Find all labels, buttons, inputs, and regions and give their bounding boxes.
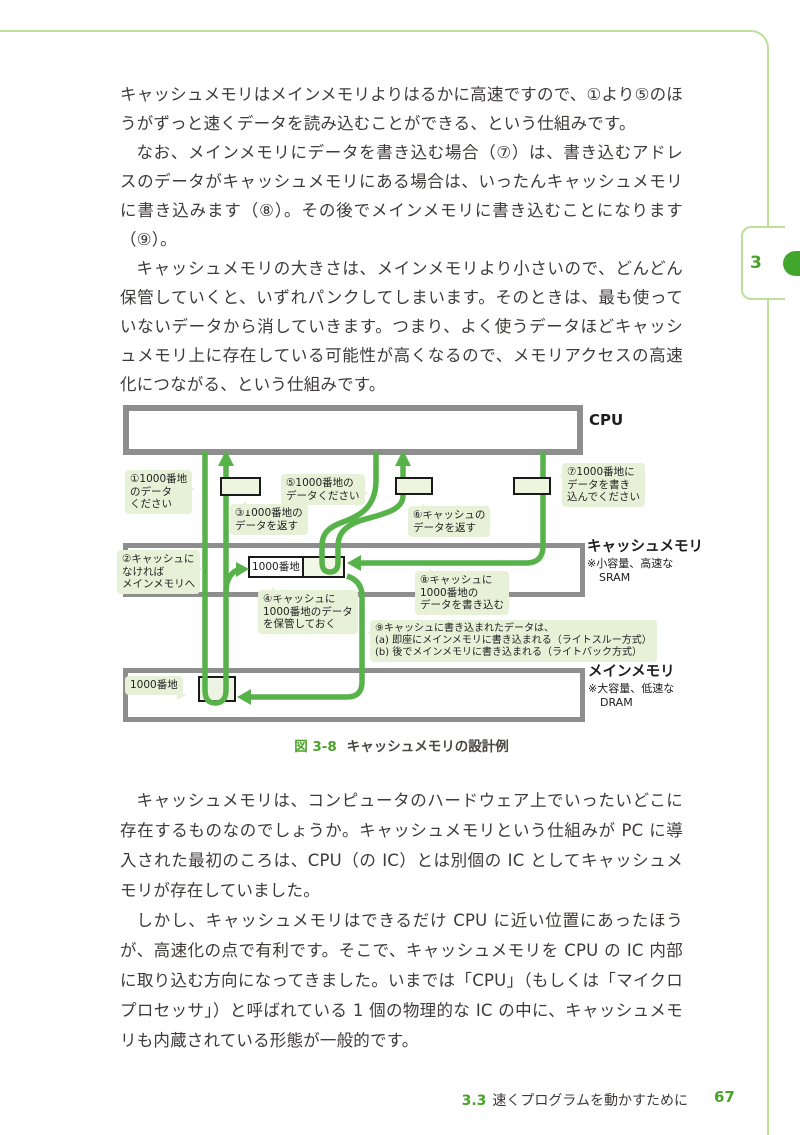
figure-3-8-diagram: 1000番地 (115, 400, 703, 734)
buffer-box-right (513, 477, 551, 495)
cache-label: キャッシュメモリ ※小容量、高速な SRAM (587, 539, 703, 584)
figure-caption-text: キャッシュメモリの設計例 (346, 739, 509, 755)
bubble-3: ③1000番地のデータを返す (230, 501, 308, 535)
buffer-box-left (220, 477, 261, 496)
paragraph: キャッシュメモリはメインメモリよりはるかに高速ですので、①より⑤のほうがずっと速… (120, 85, 683, 133)
bubble-9: ⑨キャッシュに書き込まれたデータは、(a) 即座にメインメモリに書き込まれる（ラ… (367, 620, 657, 662)
arrow-lines (202, 450, 546, 706)
bubble-6: ⑥キャッシュのデータを返す (408, 503, 491, 537)
bubble-1: ①1000番地のデータください (125, 470, 196, 514)
body-text-lower: キャッシュメモリは、コンピュータのハードウェア上でいったいどこに存在するものなの… (120, 786, 683, 1056)
bubble-7: ⑦1000番地にデータを書き込んでください (559, 463, 645, 507)
bubble-2: ②キャッシュになければメインメモリへ (117, 550, 204, 594)
paragraph: キャッシュメモリは、コンピュータのハードウェア上でいったいどこに存在するものなの… (120, 791, 683, 900)
chapter-number: 3 (750, 253, 762, 273)
paragraph: しかし、キャッシュメモリはできるだけ CPU に近い位置にあったほうが、高速化の… (120, 911, 683, 1050)
buffer-box-middle (395, 477, 433, 495)
paragraph: キャッシュメモリの大きさは、メインメモリより小さいので、どんどん保管していくと、… (120, 259, 683, 394)
footer-section-number: 3.3 (461, 1093, 487, 1109)
cpu-label: CPU (589, 411, 624, 429)
page-number: 67 (714, 1088, 735, 1106)
cpu-box (123, 405, 583, 455)
figure-number: 図 3-8 (294, 739, 337, 755)
page-frame-rule (0, 30, 769, 1135)
arrowhead-left-9 (237, 689, 251, 705)
running-footer: 3.3 速くプログラムを動かすために (0, 1090, 688, 1110)
body-text-upper: キャッシュメモリはメインメモリよりはるかに高速ですので、①より⑤のほうがずっと速… (120, 80, 683, 399)
bubble-5: ⑤1000番地のデータください (281, 474, 367, 505)
footer-section-title: 速くプログラムを動かすために (492, 1093, 688, 1109)
main-memory-label: メインメモリ ※大容量、低速な DRAM (588, 664, 675, 709)
figure-caption: 図 3-8 キャッシュメモリの設計例 (120, 735, 683, 755)
cache-cell-address: 1000番地 (250, 558, 304, 576)
bubble-main-address: 1000番地 (125, 676, 186, 700)
chapter-tab-pill (783, 251, 800, 276)
chapter-tab: 3 (741, 226, 785, 300)
arrowhead-left-7 (347, 555, 361, 571)
arrowhead-up-3 (218, 450, 234, 466)
arrowhead-up-6 (395, 450, 411, 466)
paragraph: なお、メインメモリにデータを書き込む場合（⑦）は、書き込むアドレスのデータがキャ… (120, 143, 683, 249)
arrowhead-right-4 (236, 562, 249, 577)
